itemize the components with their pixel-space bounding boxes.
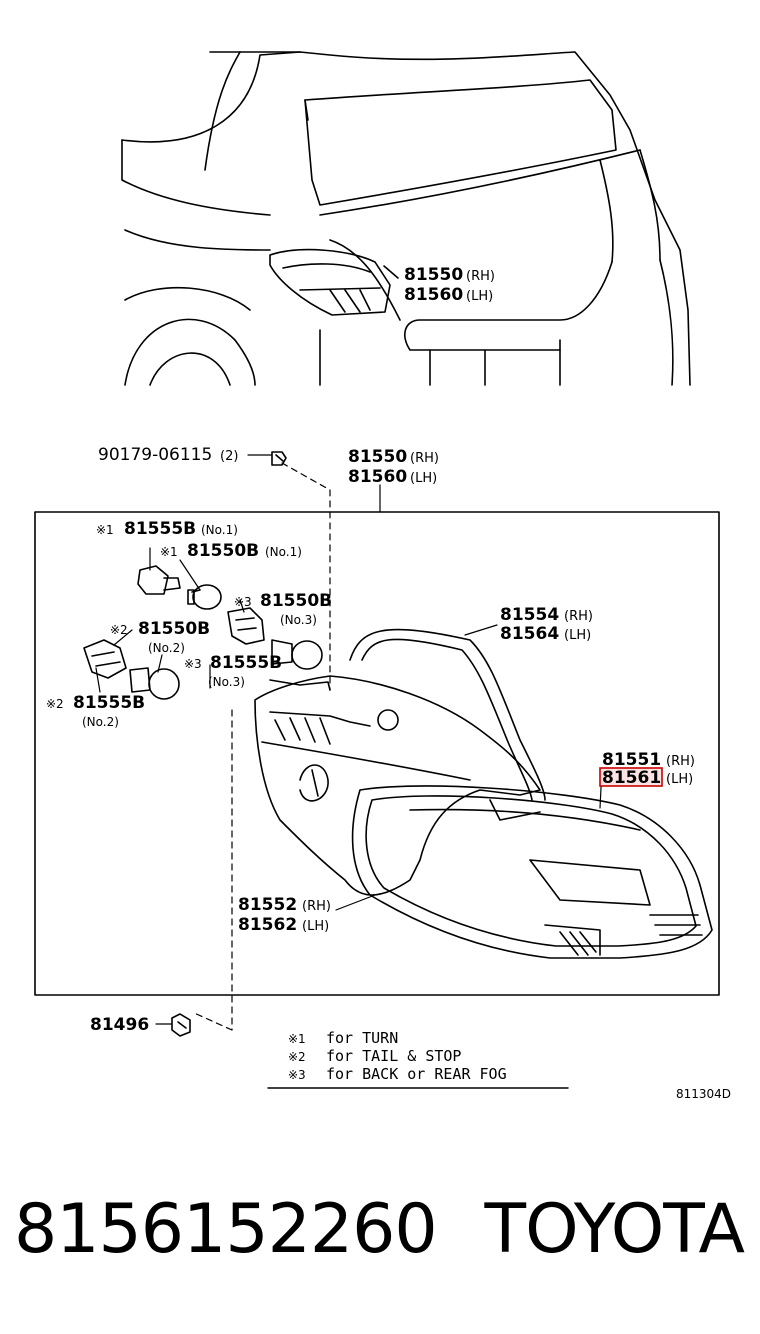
bulb-no2-note: (No.2)	[148, 641, 185, 655]
car-rear-illustration	[121, 51, 691, 386]
socket-no3-note: (No.3)	[208, 675, 245, 689]
lamp-housing	[254, 675, 541, 896]
assembly-part-lh-side: (LH)	[410, 471, 437, 486]
legend-2-text: for TAIL & STOP	[326, 1047, 461, 1065]
assembly-part-rh-number: 81550	[348, 447, 407, 467]
bulb-no2	[129, 667, 180, 700]
product-caption: 8156152260 TOYOTA	[0, 1190, 760, 1280]
legend-2-mark: ※2	[288, 1050, 306, 1064]
caption-part-number: 8156152260	[14, 1190, 438, 1269]
bulb-no3-note: (No.3)	[280, 613, 317, 627]
lens-part-lh-side: (LH)	[666, 772, 693, 787]
car-part-rh-side: (RH)	[466, 269, 495, 284]
bolt-quantity: (2)	[220, 449, 238, 464]
gasket-part-rh-side: (RH)	[564, 609, 593, 624]
car-part-lh-number: 81560	[404, 285, 463, 305]
lens-part-rh-side: (RH)	[666, 754, 695, 769]
bolt-part-number: 90179-06115	[98, 445, 212, 465]
screw-part-number: 81496	[90, 1015, 149, 1035]
socket-no2-mark: ※2	[46, 697, 64, 711]
assembly-part-lh-number: 81560	[348, 467, 407, 487]
bolt-90179-06115	[271, 451, 287, 466]
legend-1-text: for TURN	[326, 1029, 398, 1047]
socket-no2-note: (No.2)	[82, 715, 119, 729]
housing-part-rh-number: 81552	[238, 895, 297, 915]
bulb-no3-mark: ※3	[234, 595, 252, 609]
socket-no3-mark: ※3	[184, 657, 202, 671]
bulb-no1-mark: ※1	[160, 545, 178, 559]
car-part-rh-number: 81550	[404, 265, 463, 285]
socket-no3	[227, 607, 265, 645]
lens-part-lh-number: 81561	[602, 768, 661, 788]
bulb-no1	[187, 584, 222, 610]
legend-1-mark: ※1	[288, 1032, 306, 1046]
bulb-no2-part: 81550B	[138, 619, 210, 639]
lamp-lens	[351, 785, 713, 959]
assembly-part-rh-side: (RH)	[410, 451, 439, 466]
highlight-box	[599, 767, 663, 787]
bulb-no3	[271, 639, 323, 670]
socket-no2-part: 81555B	[73, 693, 145, 713]
assembly-frame	[34, 511, 720, 996]
figure-code: 811304D	[676, 1087, 731, 1101]
car-part-lh-side: (LH)	[466, 289, 493, 304]
socket-no3-part: 81555B	[210, 653, 282, 673]
socket-no1-mark: ※1	[96, 523, 114, 537]
leader-lines	[95, 454, 603, 1031]
socket-no1-note: (No.1)	[201, 523, 238, 537]
housing-part-lh-number: 81562	[238, 915, 297, 935]
screw-81496	[171, 1013, 191, 1037]
gasket-part-rh-number: 81554	[500, 605, 559, 625]
bulb-no1-note: (No.1)	[265, 545, 302, 559]
bulb-no3-part: 81550B	[260, 591, 332, 611]
socket-no2	[83, 639, 127, 679]
caption-brand: TOYOTA	[484, 1190, 745, 1269]
bulb-no1-part: 81550B	[187, 541, 259, 561]
lens-part-rh-number: 81551	[602, 750, 661, 770]
gasket-part-lh-side: (LH)	[564, 628, 591, 643]
gasket-part-lh-number: 81564	[500, 624, 559, 644]
gasket	[349, 628, 546, 801]
socket-no1-part: 81555B	[124, 519, 196, 539]
legend-3-text: for BACK or REAR FOG	[326, 1065, 507, 1083]
housing-part-lh-side: (LH)	[302, 919, 329, 934]
bulb-no2-mark: ※2	[110, 623, 128, 637]
housing-part-rh-side: (RH)	[302, 899, 331, 914]
socket-no1	[137, 565, 181, 595]
legend-3-mark: ※3	[288, 1068, 306, 1082]
